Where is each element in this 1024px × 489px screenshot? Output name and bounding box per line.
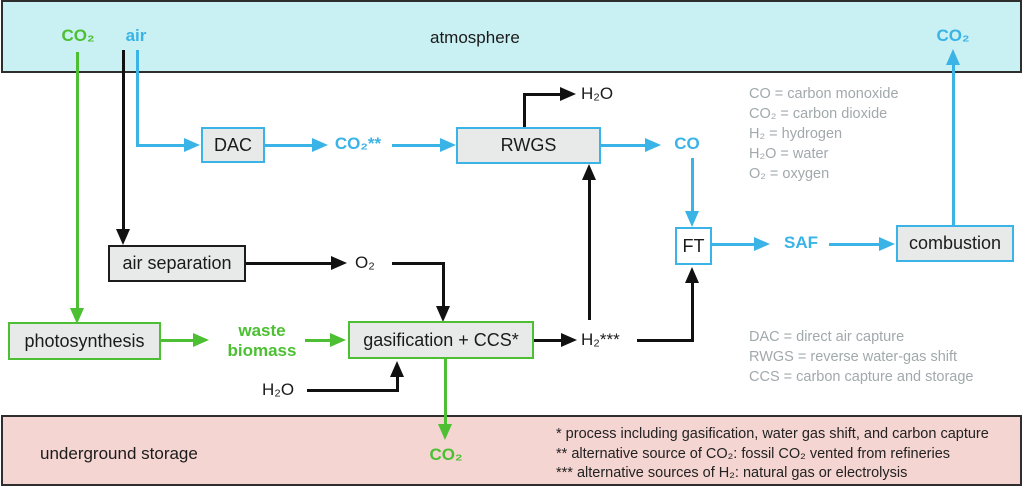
flow-rwgs-to-co-arrowhead [645, 138, 661, 152]
flow-co-to-ft-line [691, 158, 694, 211]
h2o-to-gasification-label: H₂O [262, 380, 295, 399]
photosynthesis-box: photosynthesis [8, 322, 161, 360]
footnotes: * process including gasification, water … [556, 425, 989, 484]
underground-storage-band [1, 415, 1022, 486]
ft-box: FT [675, 227, 712, 265]
air-separation-box: air separation [108, 245, 246, 282]
co2-atmosphere-in-label: CO₂ [61, 26, 95, 45]
flow-h2-to-ft-arrowhead [685, 267, 699, 283]
flow-h2-to-ft-vline [691, 283, 694, 342]
process-legend-line: DAC = direct air capture [749, 329, 905, 345]
flow-air-to-dac-hline [136, 144, 184, 147]
flow-co2-to-photosynthesis-arrowhead [70, 308, 84, 324]
flow-gasification-to-h2-arrowhead [561, 333, 577, 347]
o2-label: O₂ [355, 253, 375, 272]
footnote-line: * process including gasification, water … [556, 426, 989, 442]
flow-rwgs-to-h2o-arrowhead [560, 87, 576, 101]
h2o-from-rwgs-label: H₂O [581, 84, 614, 103]
flow-airseparation-to-o2-line [246, 262, 331, 265]
gasification-ccs-box: gasification + CCS* [348, 321, 534, 359]
flow-rwgs-to-co-line [601, 144, 645, 147]
flow-ft-to-saf-line [712, 243, 754, 246]
flow-co2-to-photosynthesis-line [76, 52, 79, 308]
co2-storage-label: CO₂ [429, 445, 463, 464]
gas-legend-line: H₂ = hydrogen [749, 126, 843, 142]
atmosphere-label: atmosphere [430, 28, 520, 47]
flow-h2o-to-gasification-hline [307, 389, 399, 392]
saf-label: SAF [784, 233, 818, 252]
flow-co2-to-rwgs-line [392, 144, 440, 147]
flow-co2-to-rwgs-arrowhead [440, 138, 456, 152]
process-legend-line: CCS = carbon capture and storage [749, 369, 974, 385]
flow-h2-to-rwgs-line [588, 179, 591, 320]
flow-airseparation-to-o2-arrowhead [331, 256, 347, 270]
flow-combustion-to-atmosphere-line [952, 64, 955, 225]
footnote-line: *** alternative sources of H₂: natural g… [556, 465, 908, 481]
flow-gasification-to-storage-line [444, 359, 447, 424]
h2-label: H₂*** [581, 330, 620, 349]
flow-co-to-ft-arrowhead [685, 211, 699, 227]
flow-rwgs-to-h2o-hline [523, 93, 560, 96]
process-legend-line: RWGS = reverse water-gas shift [749, 349, 958, 365]
co2-from-dac-label: CO₂** [334, 134, 382, 153]
flow-air-to-airseparation-line [122, 50, 125, 229]
flow-saf-to-combustion-arrowhead [879, 237, 895, 251]
rwgs-box: RWGS [456, 127, 601, 164]
flow-h2o-to-gasification-vline [396, 377, 399, 391]
air-label: air [125, 26, 147, 45]
process-legend: DAC = direct air capture RWGS = reverse … [749, 327, 973, 387]
footnote-line: ** alternative source of CO₂: fossil CO₂… [556, 445, 951, 462]
waste-biomass-line2: biomass [227, 341, 297, 360]
co-label: CO [674, 134, 700, 153]
flow-biomass-to-gasification-line [305, 339, 330, 342]
flow-air-to-dac-arrowhead [184, 138, 200, 152]
flow-air-to-airseparation-arrowhead [116, 229, 130, 245]
co2-atmosphere-out-label: CO₂ [936, 26, 970, 45]
flow-biomass-to-gasification-arrowhead [330, 333, 346, 347]
combustion-box: combustion [896, 225, 1014, 262]
flow-h2-to-ft-hline [637, 339, 694, 342]
flow-ft-to-saf-arrowhead [754, 237, 770, 251]
flow-air-to-dac-vline [136, 50, 139, 147]
flow-gasification-to-storage-arrowhead [438, 424, 452, 440]
waste-biomass-line1: waste [238, 321, 286, 340]
gas-legend-line: CO₂ = carbon dioxide [749, 106, 888, 122]
flow-saf-to-combustion-line [829, 243, 879, 246]
flow-h2-to-rwgs-arrowhead [582, 164, 596, 180]
dac-box: DAC [201, 127, 265, 163]
flow-h2o-to-gasification-arrowhead [390, 361, 404, 377]
waste-biomass-label: waste biomass [217, 321, 307, 361]
flow-photosynthesis-to-biomass-arrowhead [193, 333, 209, 347]
flow-dac-to-co2-arrowhead [312, 138, 328, 152]
gas-legend-line: CO = carbon monoxide [749, 86, 899, 102]
gas-legend: CO = carbon monoxide CO₂ = carbon dioxid… [749, 84, 899, 184]
flow-o2-to-gasification-vline [442, 262, 445, 306]
flow-o2-to-gasification-hline [392, 262, 445, 265]
underground-storage-label: underground storage [40, 444, 198, 463]
gas-legend-line: H₂O = water [749, 146, 829, 162]
flow-combustion-to-atmosphere-arrowhead [946, 49, 960, 65]
flow-o2-to-gasification-arrowhead [436, 306, 450, 322]
flow-gasification-to-h2-line [534, 339, 561, 342]
flow-rwgs-to-h2o-vline [523, 93, 526, 127]
gas-legend-line: O₂ = oxygen [749, 166, 830, 182]
atmosphere-band [1, 0, 1022, 73]
flow-photosynthesis-to-biomass-line [161, 339, 193, 342]
flow-dac-to-co2-line [265, 144, 312, 147]
